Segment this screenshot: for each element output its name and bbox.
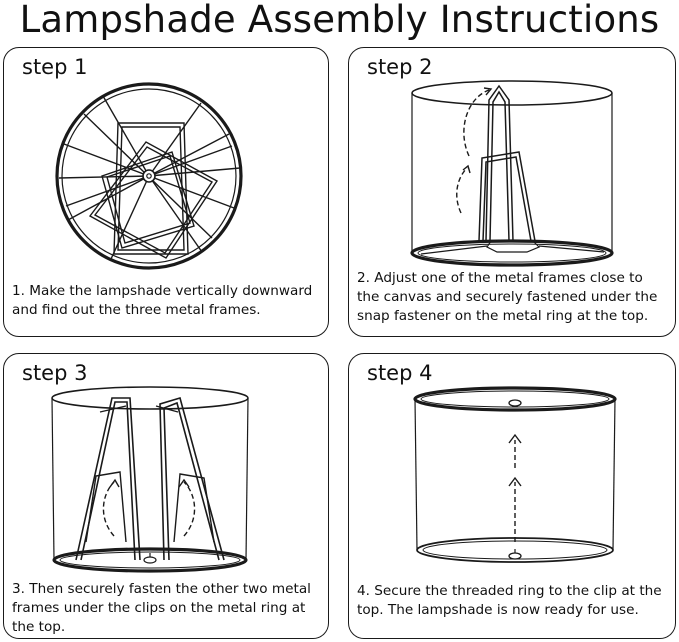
step-3-illustration [51,386,249,573]
step-3-label: step 3 [22,361,88,385]
step-3-panel: step 3 [3,353,329,639]
step-4-caption: 4. Secure the threaded ring to the clip … [357,583,662,618]
step-1-illustration [55,82,243,270]
step-3-caption: 3. Then securely fasten the other two me… [12,581,311,635]
step-2-panel: step 2 [348,47,676,337]
step-2-caption: 2. Adjust one of the metal frames close … [357,270,658,324]
step-4-panel: step 4 4. Secure the threaded ring to th… [348,353,676,639]
step-1-caption: 1. Make the lampshade vertically downwar… [12,283,313,318]
step-4-illustration [413,386,617,563]
step-1-panel: step 1 [3,47,329,337]
step-2-illustration [410,80,614,267]
step-1-label: step 1 [22,55,88,79]
step-2-label: step 2 [367,55,433,79]
step-4-label: step 4 [367,361,433,385]
page-title: Lampshade Assembly Instructions [19,0,660,41]
